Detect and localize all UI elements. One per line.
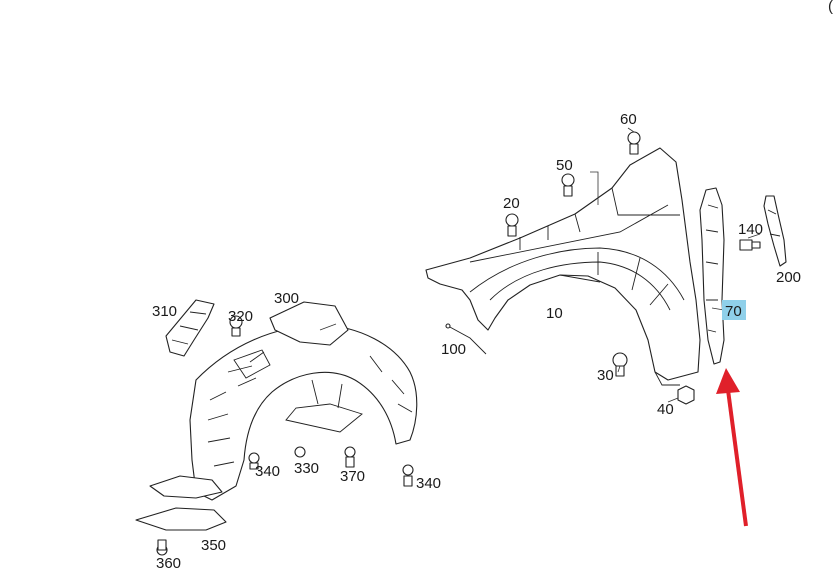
screw-370 bbox=[344, 446, 356, 468]
label-360: 360 bbox=[156, 555, 181, 572]
nut-40 bbox=[677, 385, 695, 405]
label-340-right: 340 bbox=[416, 475, 441, 492]
clip-330 bbox=[294, 446, 306, 458]
bolt-140 bbox=[739, 239, 761, 251]
fastener-20 bbox=[505, 213, 519, 237]
fastener-30 bbox=[612, 352, 628, 377]
red-arrow bbox=[716, 368, 748, 527]
trim-strip bbox=[763, 195, 787, 267]
label-330: 330 bbox=[294, 460, 319, 477]
screw-360 bbox=[156, 539, 168, 556]
label-10: 10 bbox=[546, 305, 563, 322]
fastener-60 bbox=[627, 131, 641, 155]
leader-lines bbox=[319, 127, 761, 403]
clip-100 bbox=[445, 323, 487, 355]
label-370: 370 bbox=[340, 468, 365, 485]
lower-plate bbox=[135, 475, 227, 531]
label-100: 100 bbox=[441, 341, 466, 358]
label-350: 350 bbox=[201, 537, 226, 554]
label-20: 20 bbox=[503, 195, 520, 212]
label-60: 60 bbox=[620, 111, 637, 128]
fender-bracket bbox=[699, 187, 725, 365]
label-70-highlight bbox=[722, 300, 746, 320]
label-40: 40 bbox=[657, 401, 674, 418]
screw-340b bbox=[402, 464, 414, 487]
label-320: 320 bbox=[228, 308, 253, 325]
fastener-50 bbox=[561, 173, 575, 197]
label-340-left: 340 bbox=[255, 463, 280, 480]
label-140: 140 bbox=[738, 221, 763, 238]
clip-320 bbox=[229, 315, 243, 337]
fender bbox=[425, 147, 701, 386]
label-300: 300 bbox=[274, 290, 299, 307]
trim-piece bbox=[165, 299, 215, 357]
corner-mark: ( bbox=[828, 0, 833, 15]
wheel-arch-liner bbox=[189, 301, 418, 501]
label-50: 50 bbox=[556, 157, 573, 174]
screw-340a bbox=[248, 452, 260, 470]
label-30: 30 bbox=[597, 367, 614, 384]
label-70: 70 bbox=[725, 303, 742, 320]
label-200: 200 bbox=[776, 269, 801, 286]
label-310: 310 bbox=[152, 303, 177, 320]
